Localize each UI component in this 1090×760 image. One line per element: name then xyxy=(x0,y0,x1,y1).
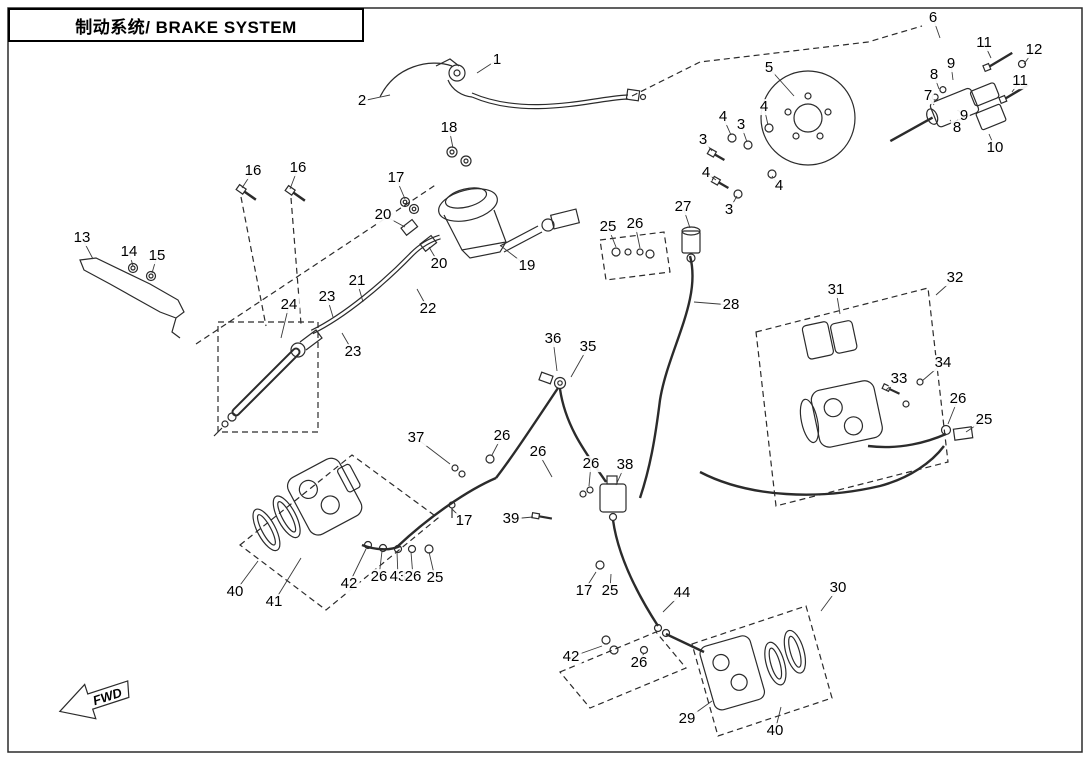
front-master-cylinder xyxy=(438,187,581,259)
hose-44 xyxy=(595,519,705,654)
page-title: 制动系统/ BRAKE SYSTEM xyxy=(75,17,297,37)
disc-bolts xyxy=(706,123,777,199)
mid-brake-pipes xyxy=(361,387,607,554)
washers-18 xyxy=(446,146,472,167)
right-caliper-group xyxy=(755,287,949,507)
page-border xyxy=(7,7,1083,753)
title-box: 制动系统/ BRAKE SYSTEM xyxy=(8,8,364,42)
washers-17 xyxy=(399,196,420,215)
bolts-16 xyxy=(235,183,306,202)
rear-master-cylinder-group xyxy=(213,321,323,437)
fittings-25-26 xyxy=(599,231,671,281)
lever-13 xyxy=(79,257,185,339)
left-caliper-group xyxy=(239,454,439,611)
bolts-39 xyxy=(448,501,553,520)
front-brake-hose xyxy=(310,218,441,335)
brake-disc xyxy=(760,70,856,166)
brake-lever-and-cable xyxy=(379,58,647,110)
rear-brake-pipe xyxy=(638,255,694,499)
rear-caliper-group xyxy=(691,605,833,737)
right-rear-hose xyxy=(699,424,974,496)
fitting-35-36 xyxy=(538,371,567,390)
